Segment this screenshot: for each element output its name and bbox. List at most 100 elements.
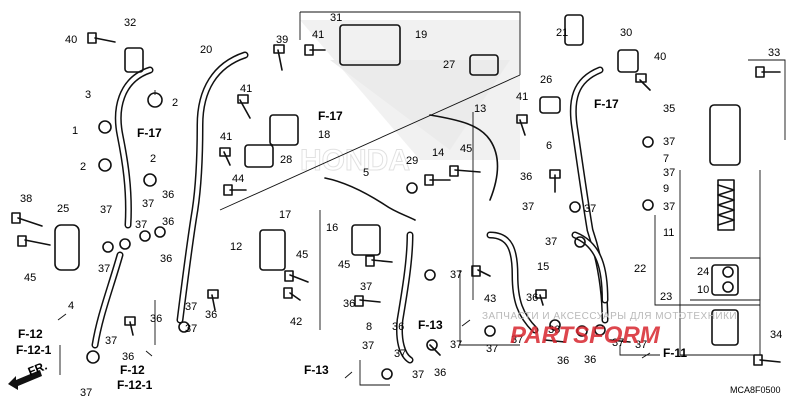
- callout-37e: 37: [185, 323, 197, 335]
- callout-24: 24: [697, 266, 709, 278]
- callout-37i: 37: [450, 269, 462, 281]
- callout-10: 10: [697, 284, 709, 296]
- callout-41c: 41: [312, 29, 324, 41]
- direction-arrow-icon: FR.: [8, 359, 49, 390]
- section-ref-f13-b: F-13: [304, 363, 329, 377]
- section-ref-f17-c: F-17: [594, 97, 619, 111]
- callout-30: 30: [620, 27, 632, 39]
- pipe-5: [324, 177, 416, 221]
- callout-3: 3: [85, 89, 91, 101]
- joint-25: [54, 224, 80, 271]
- callout-6: 6: [546, 140, 552, 152]
- callout-41b: 41: [220, 131, 232, 143]
- callout-36g: 36: [526, 292, 538, 304]
- callout-18: 18: [318, 129, 330, 141]
- callout-45a: 45: [24, 272, 36, 284]
- callout-11: 11: [663, 227, 674, 239]
- ref-arrows: [57, 313, 651, 379]
- callout-45b: 45: [460, 143, 472, 155]
- callout-40: 40: [65, 34, 77, 46]
- callout-36f: 36: [343, 298, 355, 310]
- callout-4: 4: [68, 300, 74, 312]
- direction-label: FR.: [26, 359, 49, 379]
- callout-37l: 37: [663, 136, 675, 148]
- callout-9: 9: [663, 183, 669, 195]
- clamp-21: [564, 14, 584, 46]
- callout-5: 5: [363, 167, 369, 179]
- section-ref-f12-1-b: F-12-1: [117, 378, 153, 392]
- clamp-27: [469, 54, 499, 76]
- callout-36j: 36: [434, 367, 446, 379]
- callout-37j: 37: [522, 201, 534, 213]
- callout-37s: 37: [362, 340, 374, 352]
- section-refs: F-17 F-17 F-17 F-12 F-12-1 F-12 F-12-1 F…: [16, 97, 687, 392]
- callout-31: 31: [330, 12, 342, 24]
- callout-36l: 36: [122, 351, 134, 363]
- clamp-32: [124, 47, 144, 73]
- hose-12: [176, 51, 249, 324]
- piston-assembly: [711, 264, 739, 296]
- callout-23: 23: [660, 291, 672, 303]
- honda-wing-logo: HONDA: [300, 20, 520, 178]
- callout-7: 7: [663, 153, 669, 165]
- callout-8: 8: [366, 321, 372, 333]
- callout-25: 25: [57, 203, 69, 215]
- callout-37d: 37: [100, 204, 112, 216]
- callout-26: 26: [540, 74, 552, 86]
- callout-1: 1: [72, 125, 78, 137]
- callout-37a: 37: [98, 263, 110, 275]
- callouts: 40 32 3 1 2 38 25 45 4 37 20 2 2 36 37 3…: [20, 12, 782, 399]
- callout-36a: 36: [162, 189, 174, 201]
- frame-lines: [59, 11, 786, 386]
- partsform-logo: PARTSFORM: [510, 322, 661, 349]
- callout-12: 12: [230, 241, 242, 253]
- bracket-18: [269, 114, 299, 146]
- callout-34: 34: [770, 329, 782, 341]
- section-ref-f17-a: F-17: [137, 126, 162, 140]
- callout-36c: 36: [160, 253, 172, 265]
- callout-27: 27: [443, 59, 455, 71]
- callout-36h: 36: [520, 171, 532, 183]
- fittings: [54, 14, 741, 380]
- clamp-26: [539, 96, 561, 114]
- callout-28: 28: [280, 154, 292, 166]
- callout-37t: 37: [635, 339, 647, 351]
- callout-36i: 36: [557, 355, 569, 367]
- master-cylinder-body: [709, 104, 741, 166]
- callout-37f: 37: [105, 335, 117, 347]
- section-ref-f11: F-11: [663, 346, 687, 360]
- section-ref-f12-b: F-12: [120, 363, 145, 377]
- callout-36e: 36: [205, 309, 217, 321]
- callout-15: 15: [537, 261, 549, 273]
- section-ref-f13-a: F-13: [418, 318, 443, 332]
- callout-20: 20: [200, 44, 212, 56]
- callout-45d: 45: [296, 249, 308, 261]
- callout-45c: 45: [338, 259, 350, 271]
- callout-16: 16: [326, 222, 338, 234]
- callout-40b: 40: [654, 51, 666, 63]
- clamp-28: [244, 144, 274, 168]
- section-ref-f12-1-a: F-12-1: [16, 343, 52, 357]
- callout-36d: 36: [150, 313, 162, 325]
- callout-39: 39: [276, 34, 288, 46]
- section-ref-f17-b: F-17: [318, 109, 343, 123]
- callout-35: 35: [663, 103, 675, 115]
- callout-21: 21: [556, 27, 568, 39]
- callout-2b: 2: [172, 97, 178, 109]
- callout-37p: 37: [394, 348, 406, 360]
- diagram-code: MCA8F0500: [730, 385, 781, 395]
- callout-37c: 37: [135, 219, 147, 231]
- callout-37v: 37: [584, 203, 596, 215]
- callout-36b: 36: [162, 216, 174, 228]
- callout-32: 32: [124, 17, 136, 29]
- callout-41a: 41: [240, 83, 252, 95]
- bracket-16: [351, 224, 381, 256]
- caliper-joint: [711, 309, 739, 346]
- callout-2a: 2: [80, 161, 86, 173]
- watermark: ЗАПЧАСТИ И АКСЕССУАРЫ ДЛЯ МОТОТЕХНИКИ PA…: [482, 311, 737, 349]
- callout-37h: 37: [360, 281, 372, 293]
- callout-37g: 37: [80, 387, 92, 399]
- bolts: [11, 32, 781, 366]
- callout-19: 19: [415, 29, 427, 41]
